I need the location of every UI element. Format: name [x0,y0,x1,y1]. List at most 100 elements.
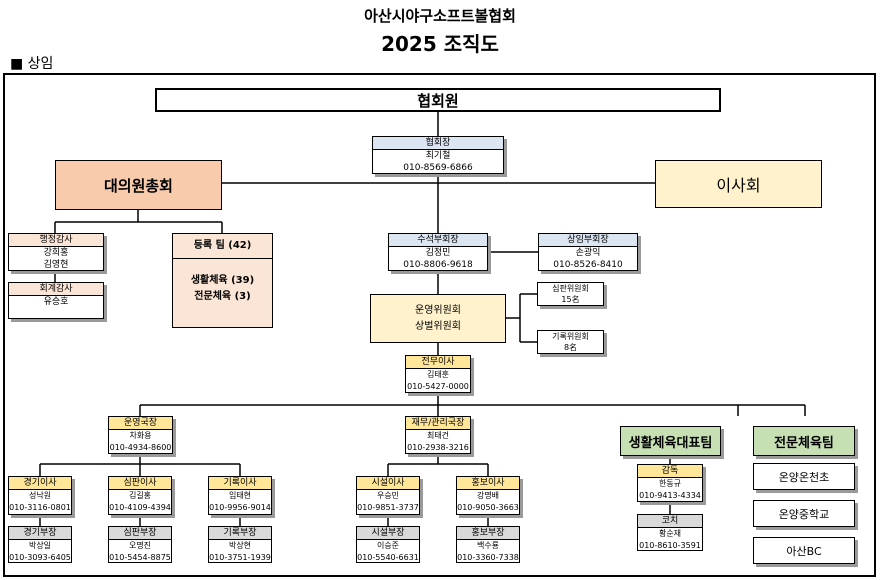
life-coach-name: 황순재 [658,529,682,538]
pro-team-school: 아산BC [753,537,855,564]
registration-line: 생활체육 (39) [190,275,255,286]
manager-phone: 010-3360-7338 [457,553,519,562]
manager-name: 박상현 [228,541,252,550]
standing-vp-name: 손광익 [575,248,601,258]
registration-title: 등록 팀 (42) [173,234,272,259]
executive-name: 김태훈 [426,370,450,379]
ops-director-role: 운영국장 [109,417,172,430]
president-box: 협회장 최기철 010-8569-6866 [372,136,504,174]
committee-line: 운영위원회 [415,304,461,316]
registration-box: 등록 팀 (42) 생활체육 (39) 전문체육 (3) [172,233,273,328]
chart-frame [3,73,876,577]
executive-role: 전무이사 [406,356,470,369]
life-coach-phone: 010-8610-3591 [639,541,701,550]
manager-box: 심판부장 오명진 010-5454-8875 [108,526,172,563]
manager-role: 경기부장 [9,527,71,540]
audit-member: 강희홍 [43,248,69,258]
manager-box: 경기부장 박상일 010-3093-6405 [8,526,72,563]
accounting-audit-member: 유승호 [43,297,69,307]
standing-vp-box: 상임부회장 손광익 010-8526-8410 [538,233,638,271]
ops-director-phone: 010-4934-8600 [109,443,172,452]
manager-phone: 010-3093-6405 [9,553,71,562]
manager-box: 기록부장 박상현 010-3751-1939 [208,526,272,563]
audit-box: 행정감사 강희홍 김영현 [8,233,104,271]
assembly-box: 대의원총회 [55,160,222,210]
committee-line: 상벌위원회 [415,320,461,332]
life-coach-box: 코치 황순재 010-8610-3591 [637,514,703,551]
accounting-audit-box: 회계감사 유승호 [8,282,104,319]
director-name: 성낙원 [28,491,52,500]
director-role: 시설이사 [357,477,419,490]
record-committee-role: 기록위원회 [552,332,589,341]
org-name: 아산시야구소프트볼협회 [364,7,516,25]
manager-phone: 010-5540-6631 [357,553,419,562]
life-manager-name: 한동규 [658,479,682,488]
director-role: 심판이사 [109,477,171,490]
finance-director-role: 재무/관리국장 [406,417,470,430]
pro-team-school: 온양중학교 [753,500,855,527]
finance-director-phone: 010-2938-3216 [407,443,469,452]
senior-vp-name: 김정민 [425,248,451,258]
audit-member: 김영현 [43,260,69,270]
director-box: 심판이사 김길홍 010-4109-4394 [108,476,172,515]
senior-vp-phone: 010-8806-9618 [403,260,473,270]
director-box: 경기이사 성낙원 010-3116-0801 [8,476,72,515]
director-name: 우승민 [376,491,400,500]
members-box: 협회원 [155,88,721,112]
director-phone: 010-9956-9014 [209,503,271,512]
director-phone: 010-3116-0801 [9,503,71,512]
director-box: 시설이사 우승민 010-9851-3737 [356,476,420,515]
manager-phone: 010-5454-8875 [109,553,171,562]
manager-box: 홍보부장 백수룡 010-3360-7338 [456,526,520,563]
record-committee-box: 기록위원회 8名 [537,330,604,354]
manager-role: 시설부장 [357,527,419,540]
life-manager-role: 감독 [638,465,702,478]
audit-role: 행정감사 [9,234,103,247]
director-role: 홍보이사 [457,477,519,490]
umpire-committee-count: 15名 [561,295,580,304]
life-coach-role: 코치 [638,515,702,528]
finance-director-name: 최태건 [426,431,450,440]
section-label: ■ 상임 [10,56,54,72]
manager-phone: 010-3751-1939 [209,553,271,562]
manager-role: 홍보부장 [457,527,519,540]
life-team-box: 생활체육대표팀 [620,426,721,456]
registration-line: 전문체육 (3) [194,291,251,302]
pro-team-school: 온양온천초 [753,463,855,490]
director-box: 홍보이사 강명배 010-9050-3663 [456,476,520,515]
director-phone: 010-4109-4394 [109,503,171,512]
ops-director-name: 차화용 [129,431,152,440]
committee-box: 운영위원회 상벌위원회 [370,294,506,343]
finance-director-box: 재무/관리국장 최태건 010-2938-3216 [405,416,471,454]
page-title: 2025 조직도 [381,32,499,56]
director-name: 강명배 [476,491,500,500]
standing-vp-role: 상임부회장 [539,234,637,247]
board-box: 이사회 [655,160,822,208]
ops-director-box: 운영국장 차화용 010-4934-8600 [108,416,173,454]
record-committee-count: 8名 [563,343,578,352]
director-name: 임태현 [228,491,252,500]
senior-vp-box: 수석부회장 김정민 010-8806-9618 [388,233,488,271]
umpire-committee-role: 심판위원회 [552,284,589,293]
manager-name: 백수룡 [476,541,500,550]
umpire-committee-box: 심판위원회 15名 [537,282,604,306]
manager-role: 심판부장 [109,527,171,540]
manager-name: 박상일 [28,541,52,550]
life-manager-box: 감독 한동규 010-9413-4334 [637,464,703,502]
standing-vp-phone: 010-8526-8410 [553,260,623,270]
life-manager-phone: 010-9413-4334 [639,491,701,500]
manager-role: 기록부장 [209,527,271,540]
director-phone: 010-9050-3663 [457,503,519,512]
executive-phone: 010-5427-0000 [407,382,469,391]
president-role: 협회장 [373,137,503,150]
president-phone: 010-8569-6866 [403,163,473,173]
pro-team-box: 전문체육팀 [753,426,855,456]
director-box: 기록이사 임태현 010-9956-9014 [208,476,272,515]
director-role: 기록이사 [209,477,271,490]
manager-name: 오명진 [128,541,152,550]
manager-name: 이승준 [376,541,400,550]
president-name: 최기철 [425,151,451,161]
director-name: 김길홍 [128,491,152,500]
senior-vp-role: 수석부회장 [389,234,487,247]
